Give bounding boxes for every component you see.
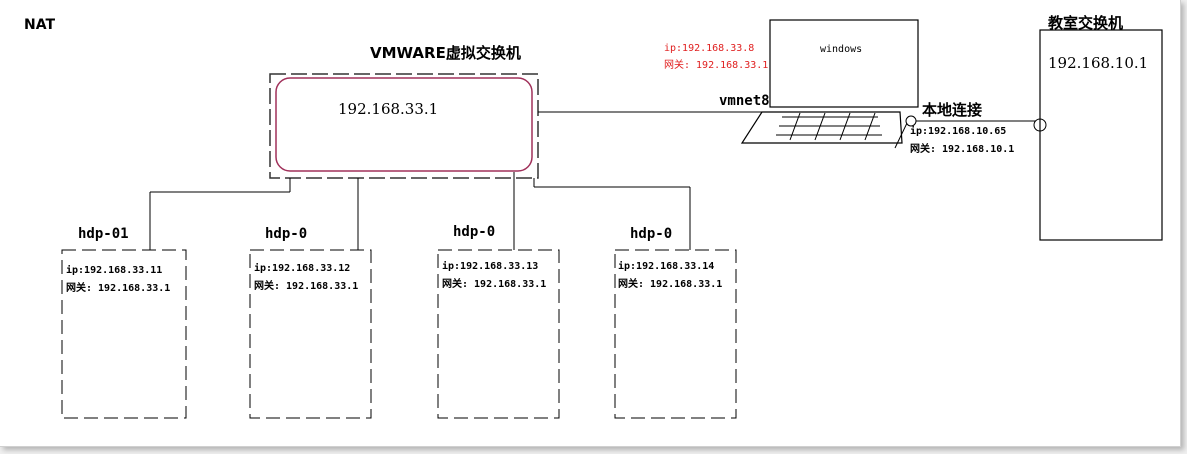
laptop-base [740,111,903,144]
host4-box [614,249,737,419]
local-connection-label: 本地连接 [922,101,983,119]
host1-box [61,249,187,419]
host1-gateway: 网关: 192.168.33.1 [66,283,171,294]
windows-screen-label: windows [820,44,863,55]
vmnet8-label: vmnet8 [719,93,770,109]
host2-box [249,249,372,419]
host3-name: hdp-0 [453,224,496,240]
mode-label: NAT [24,17,56,33]
classroom-switch-box [1039,29,1163,241]
host2-ip: ip:192.168.33.12 [254,263,351,274]
vmware-switch-ip: 192.168.33.1 [338,100,439,118]
host4-gateway: 网关: 192.168.33.1 [618,279,723,290]
vmware-switch-box [275,77,533,172]
windows-gateway: 网关: 192.168.33.1 [664,60,769,71]
diagram-lines [61,19,1163,419]
laptop-keyboard [776,112,882,141]
classroom-switch-title: 教室交换机 [1048,14,1124,32]
local-ip: ip:192.168.10.65 [910,126,1007,137]
host2-gateway: 网关: 192.168.33.1 [254,281,359,292]
port-pc [905,115,917,127]
vmware-switch-title: VMWARE虚拟交换机 [370,44,521,62]
windows-ip: ip:192.168.33.8 [664,43,755,54]
host1-name: hdp-01 [78,226,129,242]
host3-ip: ip:192.168.33.13 [442,261,539,272]
local-gateway: 网关: 192.168.10.1 [910,144,1015,155]
vmware-switch-dashed-frame [269,73,539,179]
host4-name: hdp-0 [630,226,673,242]
host3-box [437,249,560,419]
host1-ip: ip:192.168.33.11 [66,265,163,276]
laptop-screen [769,19,919,108]
host3-gateway: 网关: 192.168.33.1 [442,279,547,290]
classroom-switch-ip: 192.168.10.1 [1048,54,1149,72]
host2-name: hdp-0 [265,226,308,242]
local-link-slant [894,120,909,149]
diagram-canvas: NAT VMWARE虚拟交换机 192.168.33.1 ip:192.168.… [0,0,1181,447]
host4-ip: ip:192.168.33.14 [618,261,715,272]
